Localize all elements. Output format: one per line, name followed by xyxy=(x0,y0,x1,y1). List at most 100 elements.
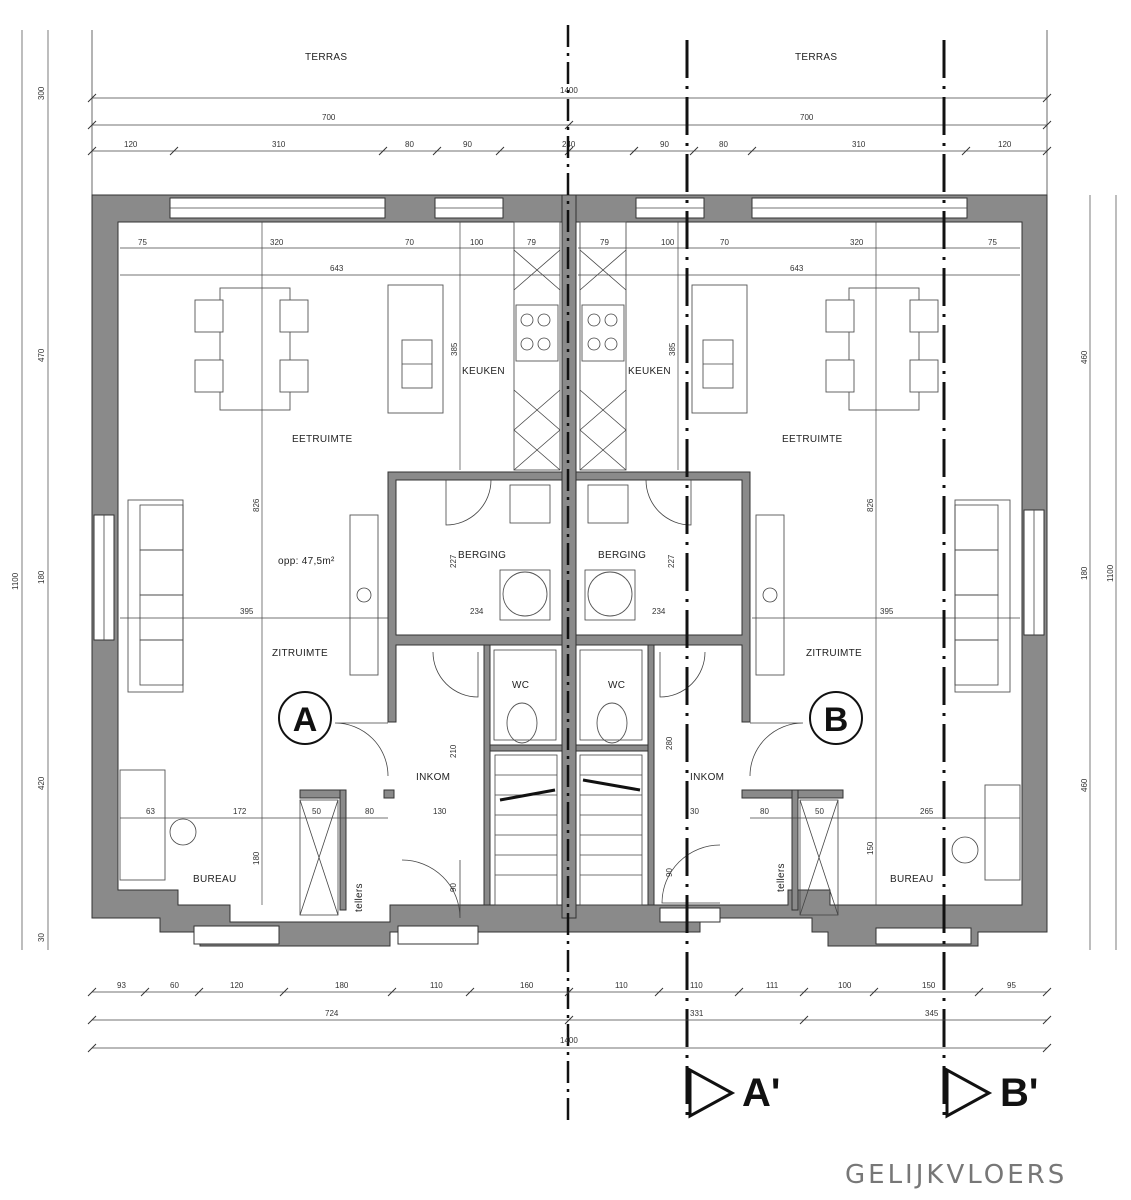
dim-right-2: 180 xyxy=(1080,566,1089,580)
dim-in-r4: 320 xyxy=(850,238,864,247)
dim-right-1: 460 xyxy=(1080,350,1089,364)
unit-a-label: A xyxy=(293,701,318,739)
desk-a xyxy=(119,769,166,881)
wc-b-label: WC xyxy=(608,680,625,691)
dim-bot-total: 1400 xyxy=(560,1036,578,1045)
dim-top-r4: 120 xyxy=(998,140,1012,149)
dim-in-234a: 234 xyxy=(470,607,484,616)
chair-icon xyxy=(825,359,855,393)
section-lines: A' B' xyxy=(566,25,1038,1120)
dim-in-234b: 234 xyxy=(652,607,666,616)
keuken-b-label: KEUKEN xyxy=(628,366,671,377)
toilet-icon xyxy=(506,702,538,744)
dim-in-385a: 385 xyxy=(450,342,459,356)
dim-bot-l3: 120 xyxy=(230,981,244,990)
dim-in-total-right: 643 xyxy=(790,264,804,273)
dim-bot-r3: 111 xyxy=(766,981,779,990)
dim-bot-l5: 110 xyxy=(430,981,443,990)
toilet-icon xyxy=(596,702,628,744)
drawing-title: GELIJKVLOERS xyxy=(845,1160,1067,1190)
unit-a-furniture xyxy=(119,221,561,881)
dining-table-a xyxy=(219,287,291,411)
dim-bot-r1: 110 xyxy=(615,981,628,990)
terras-left-label: TERRAS xyxy=(305,52,347,63)
dim-left-2: 470 xyxy=(37,348,46,362)
dim-top-l1: 120 xyxy=(124,140,138,149)
dim-in-r1: 79 xyxy=(600,238,609,247)
berging-a-label: BERGING xyxy=(458,550,506,561)
dim-bot-left-total: 724 xyxy=(325,1009,339,1018)
chair-icon xyxy=(909,359,939,393)
bottom-dimensions: 93 60 120 180 110 160 110 110 111 100 15… xyxy=(87,981,1052,1053)
dim-in-l4: 100 xyxy=(470,238,484,247)
dim-right-3: 460 xyxy=(1080,778,1089,792)
section-b-arrow-icon xyxy=(945,1067,993,1119)
dim-right-total: 1100 xyxy=(1106,564,1115,582)
wc-a-label: WC xyxy=(512,680,529,691)
terras-right-label: TERRAS xyxy=(795,52,837,63)
dim-left-4: 420 xyxy=(37,776,46,790)
cooktop-icon xyxy=(581,304,625,362)
dim-in-total-left: 643 xyxy=(330,264,344,273)
dim-in-l2: 320 xyxy=(270,238,284,247)
dim-bot-right-mid: 331 xyxy=(690,1009,704,1018)
dim-left-5: 30 xyxy=(37,933,46,942)
dim-left-1: 300 xyxy=(37,86,46,100)
left-dimensions: 300 470 180 420 30 1100 xyxy=(11,30,49,950)
dim-in-90a: 90 xyxy=(449,883,458,892)
washing-machine-a xyxy=(502,571,548,617)
dim-bot-r5: 150 xyxy=(922,981,936,990)
dim-in-30b: 30 xyxy=(690,807,699,816)
inkom-b-label: INKOM xyxy=(690,772,724,783)
dim-in-265b: 265 xyxy=(920,807,934,816)
chair-icon xyxy=(279,299,309,333)
dim-in-385b: 385 xyxy=(668,342,677,356)
dim-bot-r4: 100 xyxy=(838,981,852,990)
dim-in-90b: 90 xyxy=(665,868,674,877)
washing-machine-b xyxy=(587,571,633,617)
meter-closets xyxy=(299,799,839,916)
eetruimte-a-label: EETRUIMTE xyxy=(292,434,353,445)
unit-badges: A B xyxy=(278,691,863,745)
unit-b-badge xyxy=(809,691,863,745)
dim-bot-l1: 93 xyxy=(117,981,126,990)
unit-a-badge xyxy=(278,691,332,745)
dim-left-3: 180 xyxy=(37,570,46,584)
dim-in-180a: 180 xyxy=(252,851,261,865)
eetruimte-b-label: EETRUIMTE xyxy=(782,434,843,445)
section-a-arrow-icon xyxy=(688,1067,736,1119)
desk-b xyxy=(984,784,1021,881)
top-dimensions: 1400 700 700 120 310 80 90 240 90 80 310… xyxy=(87,86,1052,156)
chair-icon xyxy=(279,359,309,393)
sofa-a xyxy=(127,499,184,693)
dim-bot-l2: 60 xyxy=(170,981,179,990)
section-b-label: B' xyxy=(1000,1071,1038,1115)
tv-unit-b xyxy=(755,514,785,676)
dim-in-395b: 395 xyxy=(880,607,894,616)
chair-icon xyxy=(909,299,939,333)
berging-b-label: BERGING xyxy=(598,550,646,561)
chair-icon xyxy=(825,299,855,333)
right-dimensions: 460 180 460 1100 xyxy=(1080,195,1117,950)
dim-top-half-right: 700 xyxy=(800,113,814,122)
dim-in-80b: 80 xyxy=(760,807,769,816)
stairs xyxy=(494,754,643,906)
cooktop-icon xyxy=(515,304,559,362)
doors xyxy=(334,479,804,919)
terrace-area: TERRAS TERRAS xyxy=(91,30,1048,195)
dim-bot-right-total: 345 xyxy=(925,1009,939,1018)
section-a-label: A' xyxy=(742,1071,780,1115)
unit-b-furniture xyxy=(579,221,1021,881)
tv-unit-a xyxy=(349,514,379,676)
dim-in-210a: 210 xyxy=(449,744,458,758)
dim-left-total: 1100 xyxy=(11,572,20,590)
dim-in-395a: 395 xyxy=(240,607,254,616)
chair-icon xyxy=(194,359,224,393)
dim-bot-l4: 180 xyxy=(335,981,349,990)
chair-icon xyxy=(194,299,224,333)
unit-b-label: B xyxy=(824,701,849,739)
dim-in-r3: 70 xyxy=(720,238,729,247)
dim-in-227b: 227 xyxy=(667,554,676,568)
dim-in-l5: 79 xyxy=(527,238,536,247)
